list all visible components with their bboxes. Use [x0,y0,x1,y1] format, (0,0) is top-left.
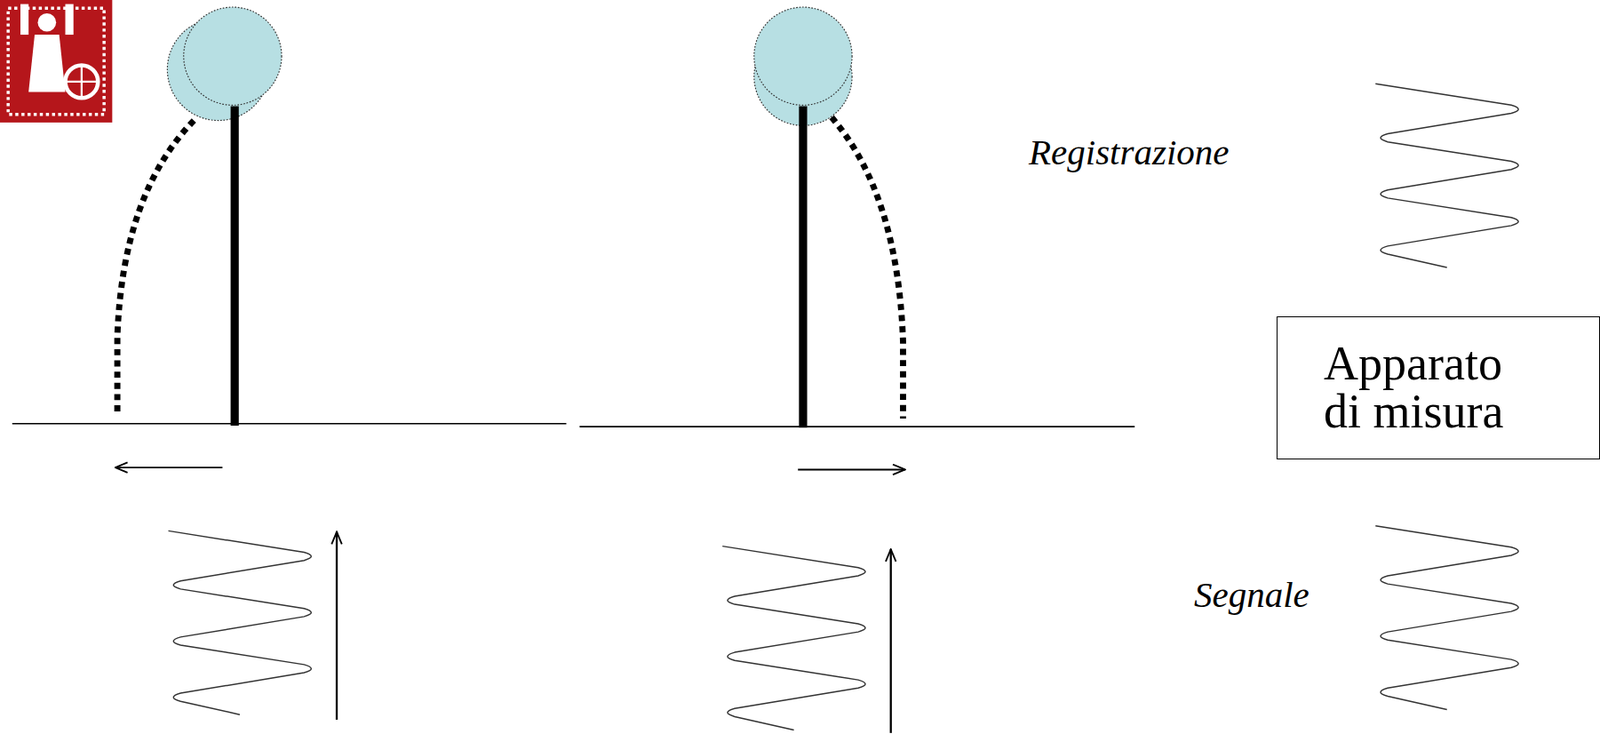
signal-label: Segnale [1194,574,1310,615]
signal-trace [1375,525,1519,710]
right-pendulum [579,7,1135,733]
left-pendulum [12,7,567,720]
recording-trace [1375,83,1519,268]
process-box: Apparato di misura [1276,316,1600,460]
logo [0,0,112,123]
box-text: Apparato di misura [1323,339,1537,436]
recording-label: Registrazione [1028,132,1229,173]
